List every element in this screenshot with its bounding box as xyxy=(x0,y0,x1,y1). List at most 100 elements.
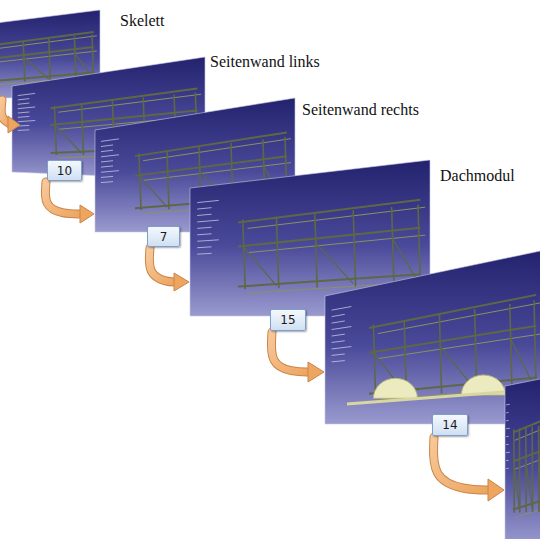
tree-entry xyxy=(18,129,30,131)
frame-brace xyxy=(392,237,418,282)
tree-entry xyxy=(197,240,219,241)
frame-post xyxy=(74,36,76,79)
tree-entry xyxy=(506,444,508,445)
tree-entry xyxy=(101,181,113,183)
arrow-head xyxy=(308,362,324,382)
frame-rail xyxy=(143,163,291,181)
step-count-box: 15 xyxy=(270,309,306,331)
tree-entry xyxy=(101,176,113,177)
arrow-head xyxy=(174,273,189,291)
arrow-shaft-outline xyxy=(149,248,176,282)
step-title: Seitenwand rechts xyxy=(302,101,419,119)
callout-number: 15 xyxy=(280,313,295,327)
tree-entry xyxy=(506,436,508,437)
tree-entry xyxy=(332,334,345,336)
arrow-head xyxy=(80,205,94,223)
tree-entry xyxy=(18,103,30,104)
tree-entry xyxy=(332,307,352,311)
callout-number: 7 xyxy=(160,230,168,244)
step-title: Seitenwand links xyxy=(210,53,320,71)
tree-entry xyxy=(506,412,508,413)
frame-rail xyxy=(515,428,540,440)
tree-entry xyxy=(18,99,30,100)
tree-entry xyxy=(101,139,119,142)
frame-rail xyxy=(248,207,426,228)
tree-entry xyxy=(18,93,35,95)
tree-entry xyxy=(18,116,30,118)
arrow-shaft-outline xyxy=(45,182,82,214)
step-title: Dachmodul xyxy=(440,167,515,185)
tree-entry xyxy=(18,112,30,113)
frame-post xyxy=(23,41,25,81)
frame-post xyxy=(167,150,169,209)
tree-entry xyxy=(101,171,119,173)
callout-number: 10 xyxy=(57,164,72,178)
step-count-box: 14 xyxy=(432,414,468,436)
frame-brace xyxy=(243,246,277,285)
frame-post xyxy=(81,103,83,155)
tree-entry xyxy=(197,253,211,255)
frame-brace xyxy=(315,242,353,284)
arrow-shaft xyxy=(149,248,176,282)
frame-rail xyxy=(0,51,97,64)
tree-entry xyxy=(332,314,345,316)
sequence-arrow xyxy=(45,182,94,223)
frame-post xyxy=(418,205,420,285)
frame-post xyxy=(531,427,533,512)
tree-entry xyxy=(197,200,219,202)
frame-rail xyxy=(143,139,291,161)
arrow-head xyxy=(488,479,504,501)
tree-entry xyxy=(197,246,211,248)
tree-entry xyxy=(101,166,113,167)
tree-entry xyxy=(506,404,510,406)
sequence-arrow xyxy=(271,332,324,382)
tree-entry xyxy=(101,155,119,157)
frame-rail xyxy=(369,295,536,328)
frame-post xyxy=(519,428,521,512)
frame-rail xyxy=(135,132,287,156)
tree-entry xyxy=(506,452,510,453)
tree-entry xyxy=(332,321,345,323)
frame-rail xyxy=(0,32,94,48)
arrow-shaft-outline xyxy=(271,332,310,372)
step-count-box: 10 xyxy=(47,160,82,181)
frame-brace xyxy=(23,57,49,79)
frame-rail xyxy=(58,94,201,112)
frame-post xyxy=(92,35,94,79)
frame-rail xyxy=(378,334,540,359)
arrow-head xyxy=(8,116,20,133)
tree-entry xyxy=(197,214,211,215)
tree-entry xyxy=(332,354,345,355)
tree-entry xyxy=(18,107,35,109)
frame-brace xyxy=(74,53,92,77)
tree-entry xyxy=(506,460,508,461)
frame-post xyxy=(538,426,540,512)
screen-background xyxy=(505,378,540,539)
tree-entry xyxy=(506,420,508,421)
cad-panel xyxy=(505,378,540,539)
frame-post xyxy=(373,325,375,397)
frame-post xyxy=(534,300,536,389)
tree-entry xyxy=(197,220,219,222)
arrow-shaft xyxy=(271,332,310,372)
tree-entry xyxy=(506,468,508,469)
arrow-shaft xyxy=(45,182,82,214)
sequence-arrow xyxy=(1,100,20,133)
arrow-shaft xyxy=(433,437,490,490)
frame-brace xyxy=(510,337,534,386)
tree-entry xyxy=(197,227,211,228)
frame-post xyxy=(54,106,56,155)
frame-brace xyxy=(54,125,81,153)
frame-post xyxy=(392,207,394,286)
frame-post xyxy=(243,219,245,289)
step-count-box: 7 xyxy=(147,226,180,247)
sequence-arrow xyxy=(149,248,189,291)
frame-post xyxy=(139,153,141,210)
arrow-shaft-outline xyxy=(433,437,490,490)
tree-entry xyxy=(332,361,345,362)
frame-brace xyxy=(526,460,532,509)
tree-entry xyxy=(197,208,211,209)
tree-entry xyxy=(101,145,113,147)
